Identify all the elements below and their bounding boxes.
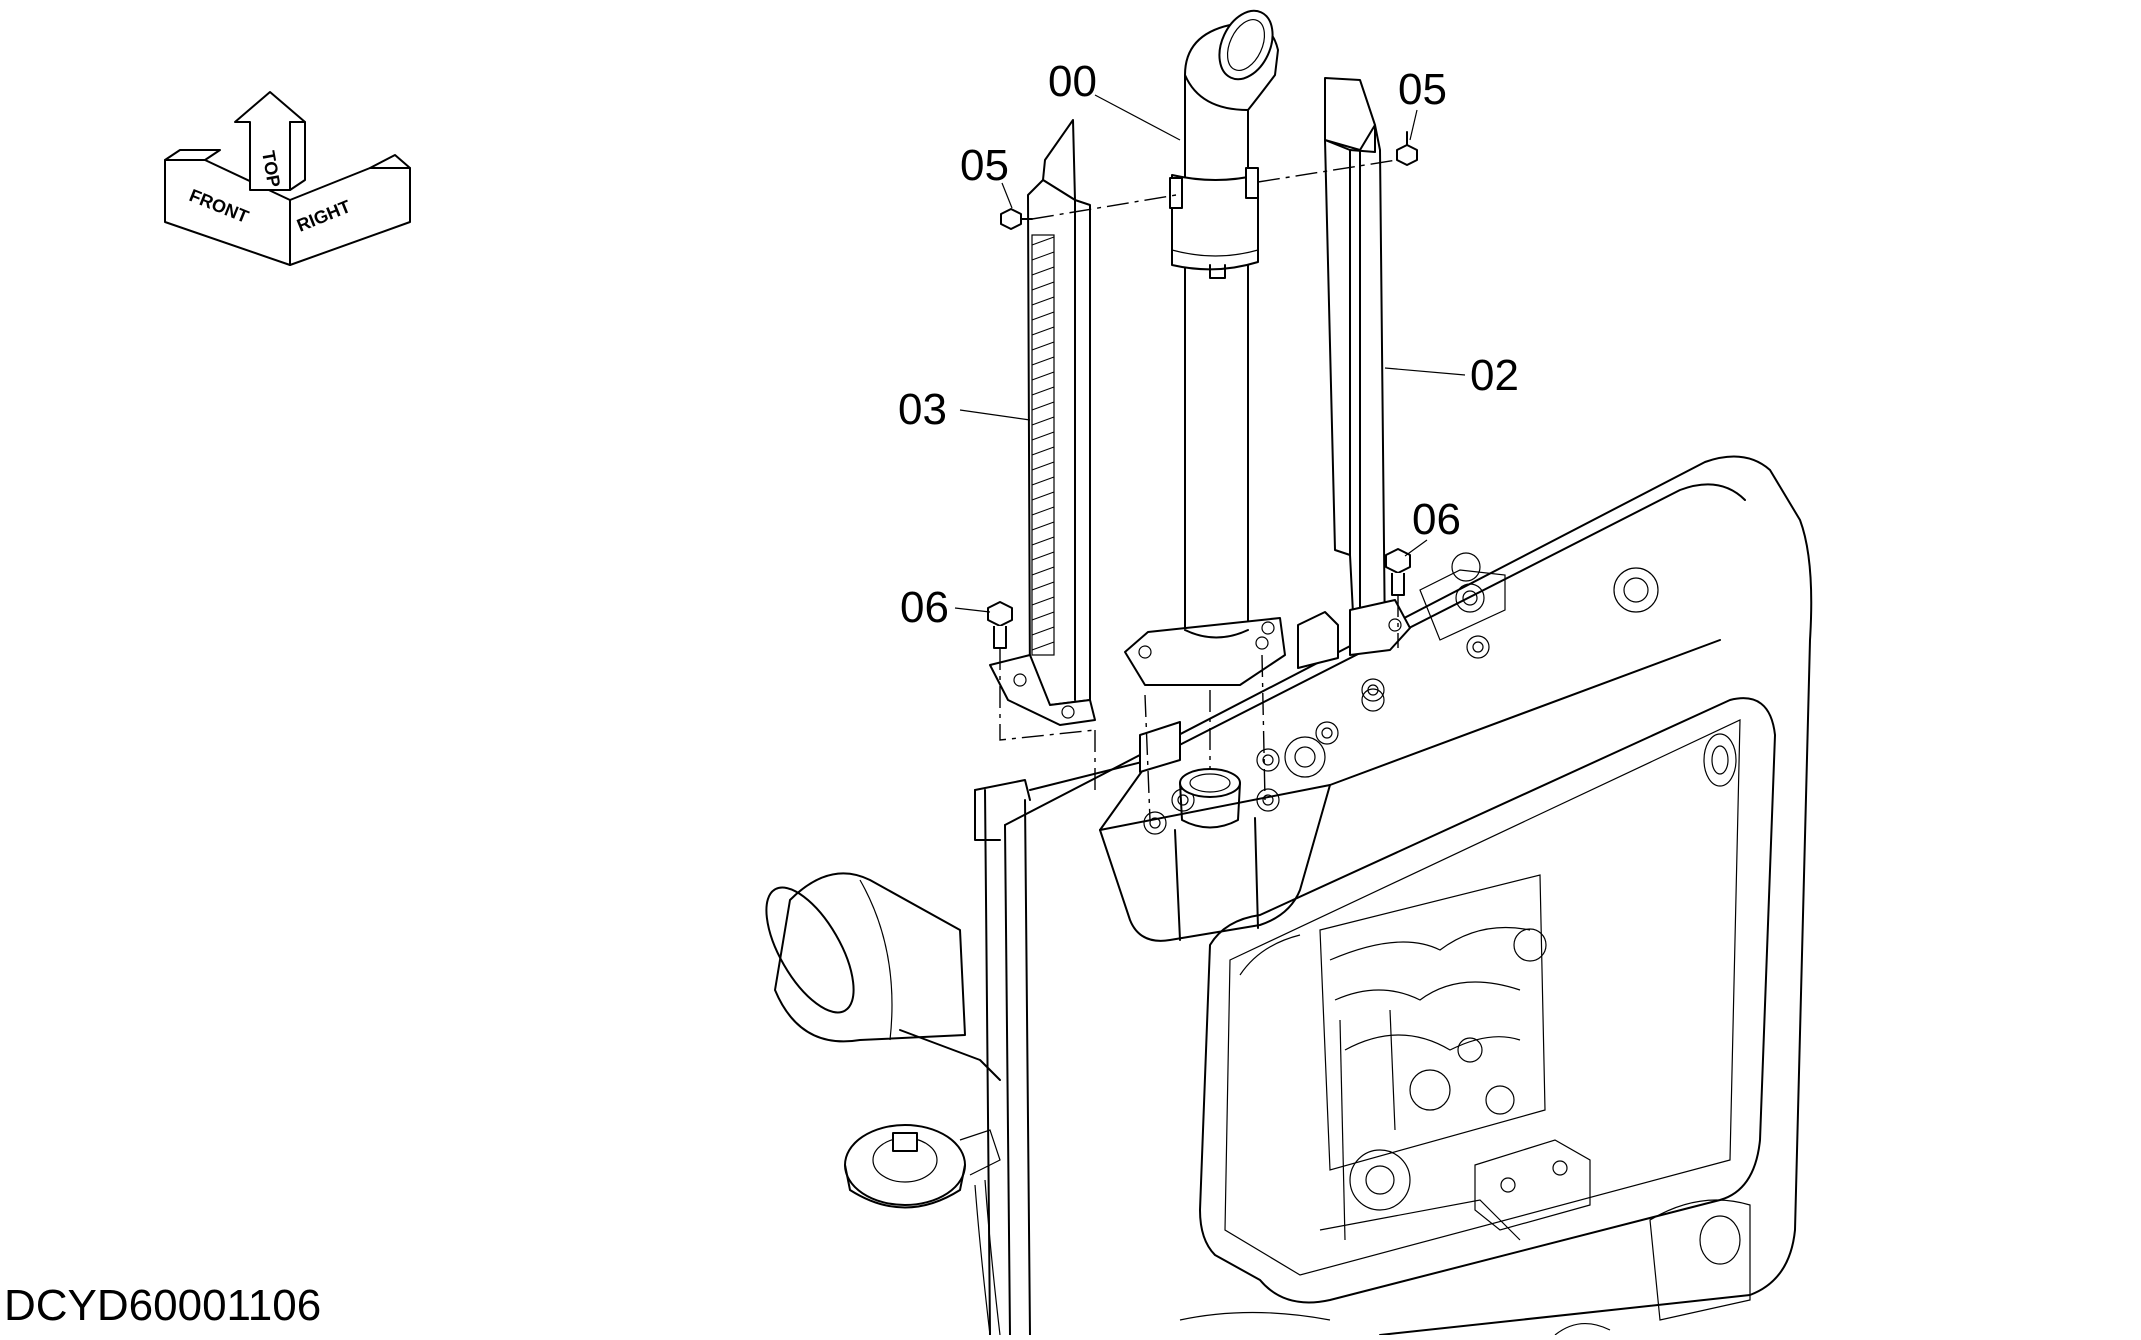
bolt-06-left-icon	[987, 601, 1013, 649]
cap-nut-icon	[844, 1124, 1001, 1336]
leader-lines	[954, 94, 1466, 613]
air-intake-pipe-icon	[765, 872, 1001, 1081]
callout-05-left: 05	[960, 141, 1009, 190]
callout-00: 00	[1048, 57, 1097, 106]
left-heat-guard-03	[989, 119, 1096, 726]
bolt-06-right-icon	[1385, 548, 1411, 596]
callout-06-right: 06	[1412, 495, 1461, 544]
callout-03: 03	[898, 385, 947, 434]
callout-06-left: 06	[900, 583, 949, 632]
bolt-05-right-icon	[1396, 131, 1418, 166]
engine-block-icon	[1319, 874, 1547, 1241]
callout-05-right: 05	[1398, 65, 1447, 114]
exhaust-tail-pipe	[1124, 9, 1339, 773]
assembly-center-lines	[999, 159, 1399, 821]
upper-frame-body	[765, 455, 1813, 1336]
orientation-indicator-icon: FRONT RIGHT TOP	[164, 91, 411, 266]
bolt-05-left-icon	[1000, 208, 1033, 230]
right-heat-guard-02	[1324, 77, 1411, 656]
drawing-id: DCYD60001106	[4, 1281, 322, 1330]
callout-02: 02	[1470, 351, 1519, 400]
